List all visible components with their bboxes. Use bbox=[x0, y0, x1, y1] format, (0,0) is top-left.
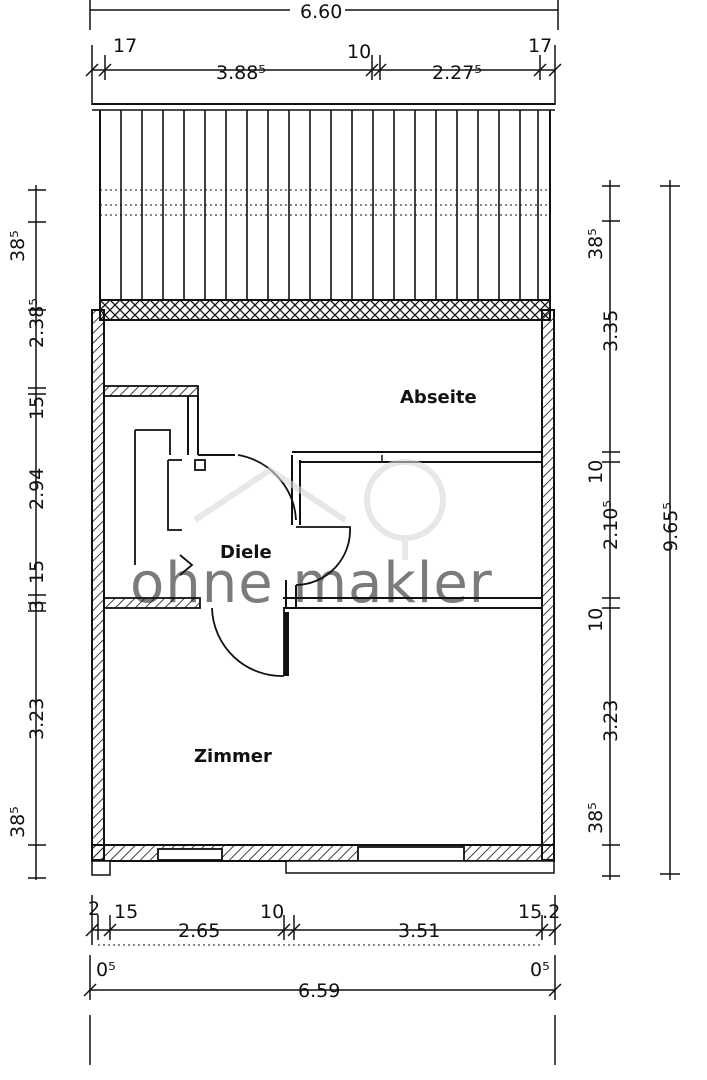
eave-band bbox=[99, 299, 551, 321]
right-dim-6: 38⁵ bbox=[585, 802, 607, 834]
bottom-left-small-1: 2 bbox=[88, 898, 100, 920]
right-dim-2: 10 bbox=[585, 460, 607, 484]
interior-walls bbox=[103, 385, 542, 676]
bottom-overall-dim: 6.59 bbox=[298, 980, 340, 1002]
right-overall-dim: 9.65⁵ bbox=[660, 502, 682, 552]
top-overall-dim: 6.60 bbox=[300, 1, 342, 23]
watermark-logo bbox=[193, 459, 446, 560]
stair-outline bbox=[134, 429, 206, 576]
bottom-step bbox=[285, 860, 555, 874]
top-right-wall-dim: 17 bbox=[528, 35, 552, 57]
bottom-dimension-lines bbox=[83, 895, 562, 1065]
window-left bbox=[157, 848, 223, 861]
right-dim-0: 38⁵ bbox=[585, 228, 607, 260]
right-dim-3: 2.10⁵ bbox=[600, 500, 622, 550]
bottom-offset-left: 0⁵ bbox=[96, 959, 116, 981]
room-label-diele: Diele bbox=[220, 542, 272, 563]
left-dim-0: 38⁵ bbox=[7, 230, 29, 262]
bottom-segment-1-dim: 2.65 bbox=[178, 920, 220, 942]
left-dimension-line bbox=[28, 185, 46, 880]
left-dim-5: 3 bbox=[26, 600, 48, 612]
top-dimensions bbox=[85, 0, 562, 105]
top-left-wall-dim: 17 bbox=[113, 35, 137, 57]
room-label-abseite: Abseite bbox=[400, 387, 477, 408]
left-dim-6: 3.23 bbox=[26, 698, 48, 740]
left-dim-1: 2.38⁵ bbox=[26, 298, 48, 348]
door-swings bbox=[211, 454, 351, 677]
bottom-partition-dim: 10 bbox=[260, 901, 284, 923]
top-partition-dim: 10 bbox=[347, 41, 371, 63]
bottom-right-small: 15.2 bbox=[518, 901, 560, 923]
right-exterior-wall bbox=[541, 309, 555, 861]
right-dim-1: 3.35 bbox=[600, 310, 622, 352]
left-dim-3: 2.94 bbox=[26, 468, 48, 510]
bottom-sill bbox=[91, 860, 111, 876]
top-segment-2-dim: 2.27⁵ bbox=[432, 62, 482, 84]
bottom-offset-right: 0⁵ bbox=[530, 959, 550, 981]
left-dim-4: 15 bbox=[26, 560, 48, 584]
left-exterior-wall bbox=[91, 309, 105, 861]
left-dim-7: 38⁵ bbox=[7, 806, 29, 838]
room-label-zimmer: Zimmer bbox=[194, 746, 272, 767]
roof-slats bbox=[92, 103, 555, 300]
top-segment-1-dim: 3.88⁵ bbox=[216, 62, 266, 84]
bottom-segment-2-dim: 3.51 bbox=[398, 920, 440, 942]
watermark-text: ohne makler bbox=[130, 551, 493, 616]
left-dim-2: 15 bbox=[26, 396, 48, 420]
bottom-left-small-2: 15 bbox=[114, 901, 138, 923]
right-dimension-line bbox=[602, 180, 680, 880]
window-right bbox=[357, 846, 465, 862]
right-dim-5: 3.23 bbox=[600, 700, 622, 742]
right-dim-4: 10 bbox=[585, 608, 607, 632]
